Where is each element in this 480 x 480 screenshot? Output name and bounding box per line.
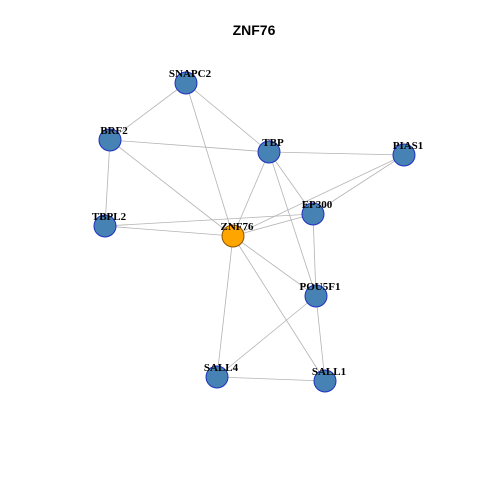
edge-brf2-tbp <box>109 139 270 153</box>
node-label-brf2: BRF2 <box>100 125 128 137</box>
edge-brf2-tbpl2 <box>104 139 111 227</box>
edge-snapc2-brf2 <box>109 82 187 141</box>
node-label-znf76: ZNF76 <box>221 221 255 233</box>
edge-pou5f1-sall1 <box>315 295 326 382</box>
edge-snapc2-znf76 <box>185 82 234 237</box>
edge-znf76-sall1 <box>232 235 326 382</box>
edge-pou5f1-sall4 <box>216 295 317 378</box>
node-tbp[interactable] <box>257 140 281 164</box>
edge-layer <box>104 82 405 382</box>
node-ep300[interactable] <box>301 202 325 226</box>
node-label-tbp: TBP <box>262 137 284 149</box>
edge-znf76-sall4 <box>216 235 234 378</box>
edge-snapc2-tbp <box>185 82 270 153</box>
node-label-ep300: EP300 <box>302 199 333 211</box>
node-label-snapc2: SNAPC2 <box>169 68 212 80</box>
edge-tbp-ep300 <box>268 151 314 215</box>
node-tbpl2[interactable] <box>93 214 117 238</box>
node-label-sall4: SALL4 <box>204 362 239 374</box>
node-layer <box>93 71 416 393</box>
edge-ep300-tbpl2 <box>104 213 314 227</box>
edge-pias1-znf76 <box>232 154 405 237</box>
edge-tbpl2-znf76 <box>104 225 234 237</box>
edge-znf76-pou5f1 <box>232 235 317 297</box>
edge-pias1-ep300 <box>312 154 405 215</box>
edge-tbp-znf76 <box>232 151 270 237</box>
node-sall1[interactable] <box>313 369 337 393</box>
node-brf2[interactable] <box>98 128 122 152</box>
node-label-pou5f1: POU5F1 <box>300 281 341 293</box>
node-pou5f1[interactable] <box>304 284 328 308</box>
node-znf76[interactable] <box>221 224 245 248</box>
node-label-sall1: SALL1 <box>312 366 346 378</box>
edge-ep300-pou5f1 <box>312 213 317 297</box>
node-sall4[interactable] <box>205 365 229 389</box>
edge-sall4-sall1 <box>216 376 326 382</box>
graph-title: ZNF76 <box>233 22 276 38</box>
node-snapc2[interactable] <box>174 71 198 95</box>
node-label-pias1: PIAS1 <box>393 140 424 152</box>
node-label-tbpl2: TBPL2 <box>92 211 127 223</box>
edge-tbp-pias1 <box>268 151 405 156</box>
edge-brf2-znf76 <box>109 139 234 237</box>
edge-tbp-pou5f1 <box>268 151 317 297</box>
edge-ep300-znf76 <box>232 213 314 237</box>
node-pias1[interactable] <box>392 143 416 167</box>
